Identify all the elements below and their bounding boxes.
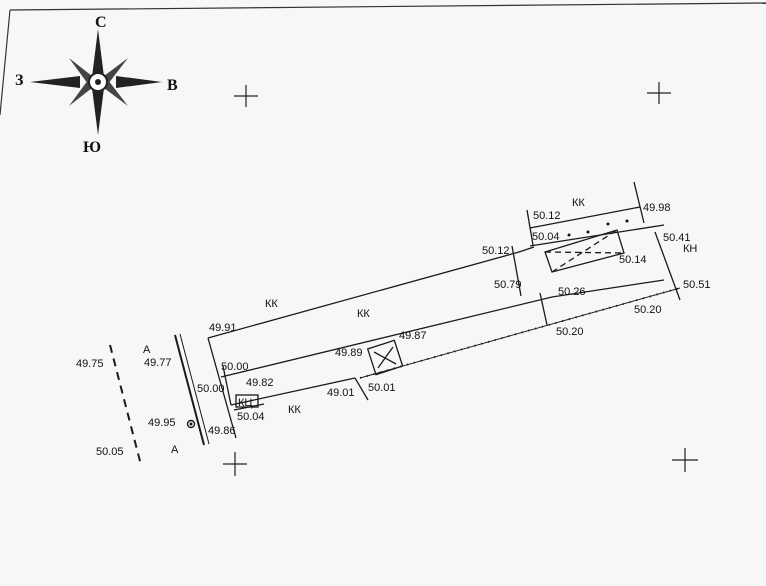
elevation-label: 50.20 bbox=[634, 304, 662, 316]
divider-mid-lower bbox=[539, 292, 548, 326]
elevation-label: 50.05 bbox=[96, 446, 124, 458]
elevation-label: 50.00 bbox=[221, 361, 249, 373]
grid-cross bbox=[234, 85, 258, 107]
grid-cross bbox=[223, 452, 247, 476]
elevation-label: 49.91 bbox=[209, 322, 237, 334]
well-symbol bbox=[186, 419, 196, 429]
compass-rose: С Ю З В bbox=[15, 14, 178, 156]
elevation-label: 49.98 bbox=[643, 202, 671, 214]
well-dot bbox=[189, 422, 193, 426]
house-wall-top bbox=[230, 377, 356, 406]
fence-post bbox=[586, 230, 590, 234]
hatched-fence-inner bbox=[179, 333, 210, 445]
elevation-label: 50.12 bbox=[533, 210, 561, 222]
elevation-label: 49.89 bbox=[335, 347, 363, 359]
compass-north-point bbox=[92, 29, 104, 77]
elevation-label: 50.20 bbox=[556, 326, 584, 338]
compass-sw-point bbox=[69, 80, 92, 106]
parcel-upper-edge bbox=[207, 251, 520, 339]
structures bbox=[366, 229, 625, 376]
parcel-middle-right bbox=[551, 279, 665, 298]
compass-se-point bbox=[104, 80, 128, 106]
divider-right-top bbox=[633, 181, 645, 224]
elevation-label: 50.01 bbox=[368, 382, 396, 394]
compass-east-point bbox=[116, 76, 162, 88]
divider-mid-upper bbox=[511, 245, 522, 297]
compass-ne-point bbox=[104, 58, 128, 84]
central-structure-diag bbox=[377, 346, 394, 369]
elevation-label: КК bbox=[357, 308, 370, 320]
elevation-label: 50.04 bbox=[532, 231, 560, 243]
elevation-label: А bbox=[143, 344, 151, 356]
compass-east-label: В bbox=[167, 77, 178, 94]
frame-top-line bbox=[9, 2, 766, 11]
elevation-label: КК bbox=[572, 197, 585, 209]
small-building bbox=[235, 394, 259, 408]
parcel-middle-line bbox=[220, 296, 553, 378]
fence-line-solid bbox=[359, 287, 681, 379]
right-block-left bbox=[526, 209, 534, 246]
right-block-top bbox=[529, 206, 641, 229]
compass-nw-point bbox=[69, 58, 92, 84]
house-wall-right bbox=[354, 377, 369, 401]
right-building-diag bbox=[551, 229, 618, 273]
fence-post bbox=[625, 219, 629, 223]
right-building-diag bbox=[544, 251, 625, 254]
elevation-label: А bbox=[171, 444, 179, 456]
elevation-label: 50.79 bbox=[494, 279, 522, 291]
grid-crosses bbox=[223, 82, 698, 476]
divider-left bbox=[207, 337, 237, 439]
elevation-label: 50.14 bbox=[619, 254, 647, 266]
elevation-label: КН bbox=[683, 243, 697, 255]
compass-center-dot bbox=[95, 79, 101, 85]
compass-west-point bbox=[30, 76, 80, 88]
elevation-label: 49.95 bbox=[148, 417, 176, 429]
divider-right bbox=[654, 231, 681, 301]
plot-linework bbox=[207, 181, 681, 439]
elevation-label: 49.77 bbox=[144, 357, 172, 369]
dashed-boundary bbox=[109, 344, 142, 466]
frame-left-line bbox=[0, 9, 11, 116]
elevation-label: 49.01 bbox=[327, 387, 355, 399]
compass-south-point bbox=[92, 88, 104, 135]
elevation-label: 49.86 bbox=[208, 425, 236, 437]
elevation-label: 50.04 bbox=[237, 411, 265, 423]
elevation-label: 49.75 bbox=[76, 358, 104, 370]
elevation-label: 50.51 bbox=[683, 279, 711, 291]
house-wall-left bbox=[222, 365, 232, 406]
right-building bbox=[544, 229, 625, 273]
fence-post bbox=[567, 233, 571, 237]
fence-posts bbox=[567, 219, 629, 237]
hatched-fence bbox=[174, 334, 205, 446]
elevation-label: КК bbox=[265, 298, 278, 310]
grid-cross bbox=[647, 82, 671, 104]
grid-cross bbox=[672, 448, 698, 472]
elevation-label: 50.00 bbox=[197, 383, 225, 395]
left-boundary bbox=[109, 333, 210, 466]
elevation-label: 50.12 bbox=[482, 245, 510, 257]
fence-post bbox=[606, 222, 610, 226]
compass-west-label: З bbox=[15, 72, 24, 89]
elevation-label: 49.82 bbox=[246, 377, 274, 389]
central-structure bbox=[366, 339, 404, 376]
elevation-label: КК bbox=[288, 404, 301, 416]
elevation-label: 50.41 bbox=[663, 232, 691, 244]
elevation-label: КЦ bbox=[238, 397, 253, 409]
compass-south-label: Ю bbox=[83, 139, 101, 156]
elevation-label: 50.26 bbox=[558, 286, 586, 298]
elevation-label: 49.87 bbox=[399, 330, 427, 342]
compass-north-label: С bbox=[95, 14, 107, 31]
parcel-upper-right-ext bbox=[518, 246, 535, 253]
